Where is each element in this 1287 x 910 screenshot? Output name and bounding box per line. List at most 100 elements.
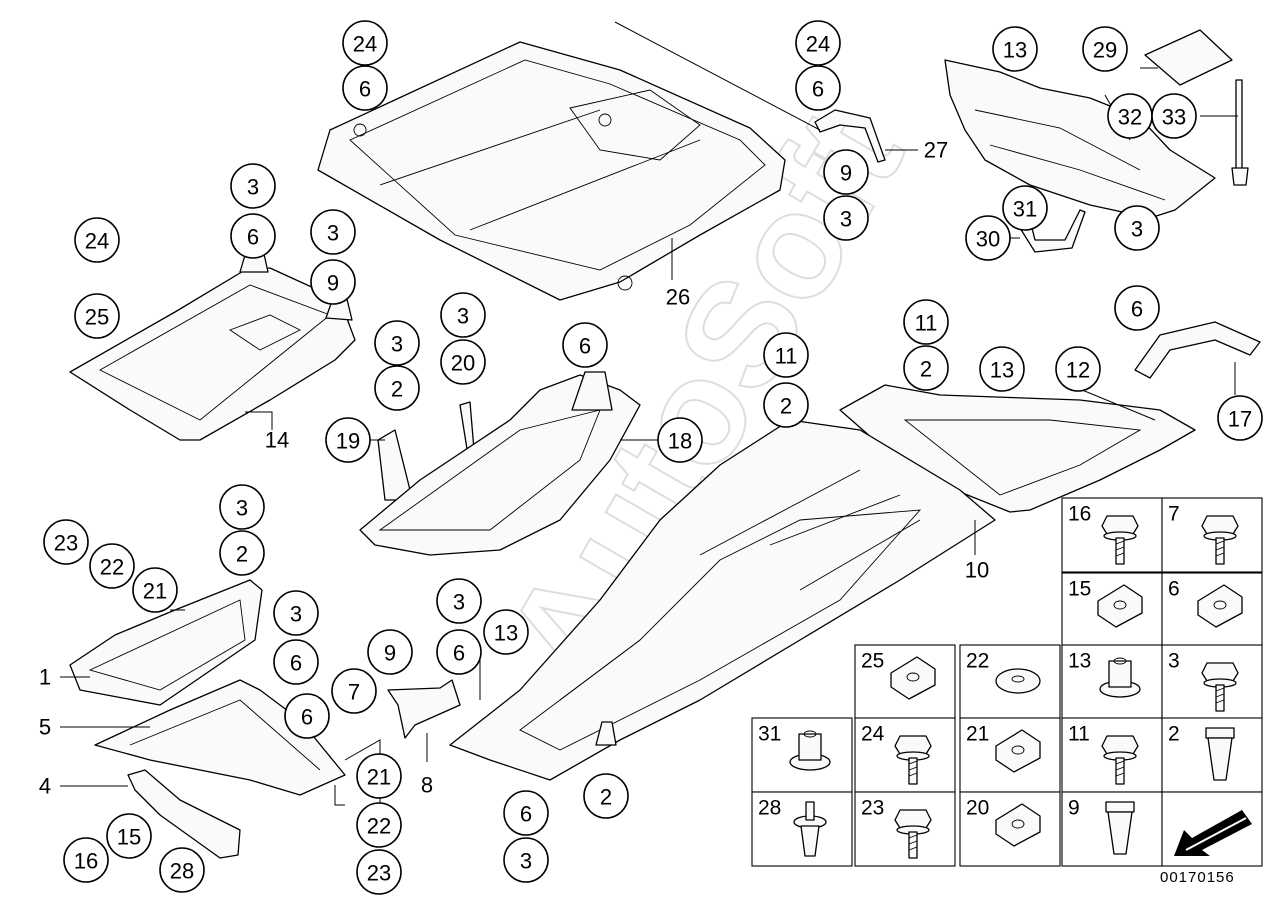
callout-circle <box>106 813 152 859</box>
callout-number: 3 <box>247 175 259 200</box>
callout-46: 13 <box>483 609 529 655</box>
callout-number: 30 <box>976 227 1000 252</box>
callout-number: 6 <box>247 225 259 250</box>
callout-circle <box>342 20 388 66</box>
fastener-number: 7 <box>1168 502 1180 525</box>
hex-screw-icon <box>1201 515 1239 565</box>
callout-number: 22 <box>367 814 391 839</box>
callout-number: 23 <box>54 531 78 556</box>
callout-53: 15 <box>106 813 152 859</box>
fastener-number: 20 <box>966 796 989 819</box>
callout-33: 12 <box>1055 346 1101 392</box>
fastener-number: 22 <box>966 649 989 672</box>
callout-circle <box>903 345 949 391</box>
callout-circle <box>89 543 135 589</box>
callout-number: 3 <box>327 221 339 246</box>
clip-nut-icon <box>1197 584 1243 628</box>
callout-number: 21 <box>367 765 391 790</box>
callout-number: 7 <box>348 680 360 705</box>
callout-number: 9 <box>840 161 852 186</box>
callout-10: 31 <box>1002 185 1048 231</box>
callout-number: 11 <box>915 311 938 336</box>
callout-circle <box>436 629 482 675</box>
callout-circle <box>374 320 420 366</box>
callout-number: 20 <box>451 351 475 376</box>
callout-number: 3 <box>457 304 469 329</box>
fastener-number: 11 <box>1068 722 1090 745</box>
callout-number: 2 <box>780 394 792 419</box>
callout-13: 6 <box>1114 285 1160 331</box>
callout-54: 16 <box>63 837 109 883</box>
callout-number: 33 <box>1162 105 1186 130</box>
callout-32: 13 <box>979 346 1025 392</box>
callout-number: 3 <box>520 849 532 874</box>
underbody-panel-26 <box>317 41 786 301</box>
callout-31: 2 <box>903 345 949 391</box>
callout-41: 7 <box>331 668 377 714</box>
side-panel-18 <box>359 371 641 556</box>
label-5: 5 <box>39 715 51 740</box>
callout-circle <box>440 339 486 385</box>
callout-number: 9 <box>327 271 339 296</box>
fastener-cell: 13 <box>1061 644 1163 720</box>
washer-icon <box>995 668 1041 694</box>
callout-number: 13 <box>1003 38 1027 63</box>
callout-23: 3 <box>440 292 486 338</box>
callout-number: 6 <box>812 77 824 102</box>
fastener-cell: 23 <box>854 791 956 867</box>
expansion-nut-icon <box>1105 801 1135 855</box>
callout-circle <box>230 163 276 209</box>
callout-number: 21 <box>143 579 167 604</box>
callout-42: 6 <box>284 693 330 739</box>
callout-11: 30 <box>965 215 1011 261</box>
clip-nut-icon <box>995 803 1041 847</box>
callout-circle <box>1055 346 1101 392</box>
floor-panel-10 <box>449 419 996 781</box>
callout-circle <box>979 346 1025 392</box>
callout-circle <box>823 149 869 195</box>
label-10: 10 <box>965 558 989 583</box>
doc-id: 00170156 <box>1160 869 1235 886</box>
callout-43: 3 <box>436 578 482 624</box>
direction-arrow-icon <box>1161 791 1263 867</box>
callout-51: 3 <box>503 837 549 883</box>
push-rivet-icon <box>793 801 827 857</box>
callout-circle <box>342 65 388 111</box>
callout-number: 6 <box>579 334 591 359</box>
cover-5 <box>94 679 346 796</box>
callout-number: 6 <box>359 77 371 102</box>
callout-number: 13 <box>990 358 1014 383</box>
fastener-cell: 3 <box>1161 644 1263 720</box>
callout-number: 2 <box>236 542 248 567</box>
callout-18: 9 <box>310 259 356 305</box>
callout-34: 3 <box>219 484 265 530</box>
callout-55: 28 <box>159 847 205 893</box>
expansion-nut-icon <box>1205 727 1235 781</box>
callout-circle <box>763 332 809 378</box>
callout-27: 18 <box>657 417 703 463</box>
callout-circle <box>374 365 420 411</box>
callout-number: 6 <box>301 705 313 730</box>
callout-circle <box>657 417 703 463</box>
callout-7: 29 <box>1082 26 1128 72</box>
callout-number: 2 <box>391 377 403 402</box>
bracket-30 <box>1019 209 1086 253</box>
bolt-33 <box>1231 79 1249 186</box>
strip-4 <box>127 769 241 859</box>
callout-14: 17 <box>1217 395 1263 441</box>
callout-number: 24 <box>353 32 377 57</box>
callout-circle <box>74 293 120 339</box>
callout-circle <box>325 417 371 463</box>
callout-number: 18 <box>668 429 692 454</box>
callout-circle <box>273 590 319 636</box>
callout-circle <box>310 209 356 255</box>
callout-number: 16 <box>74 849 98 874</box>
callout-number: 24 <box>85 229 109 254</box>
fastener-number: 23 <box>861 796 884 819</box>
callout-circle <box>219 530 265 576</box>
fastener-cell: 2 <box>1161 717 1263 793</box>
callout-12: 3 <box>1114 205 1160 251</box>
fastener-cell: 28 <box>751 791 853 867</box>
callout-number: 17 <box>1228 407 1252 432</box>
callout-number: 2 <box>600 785 612 810</box>
